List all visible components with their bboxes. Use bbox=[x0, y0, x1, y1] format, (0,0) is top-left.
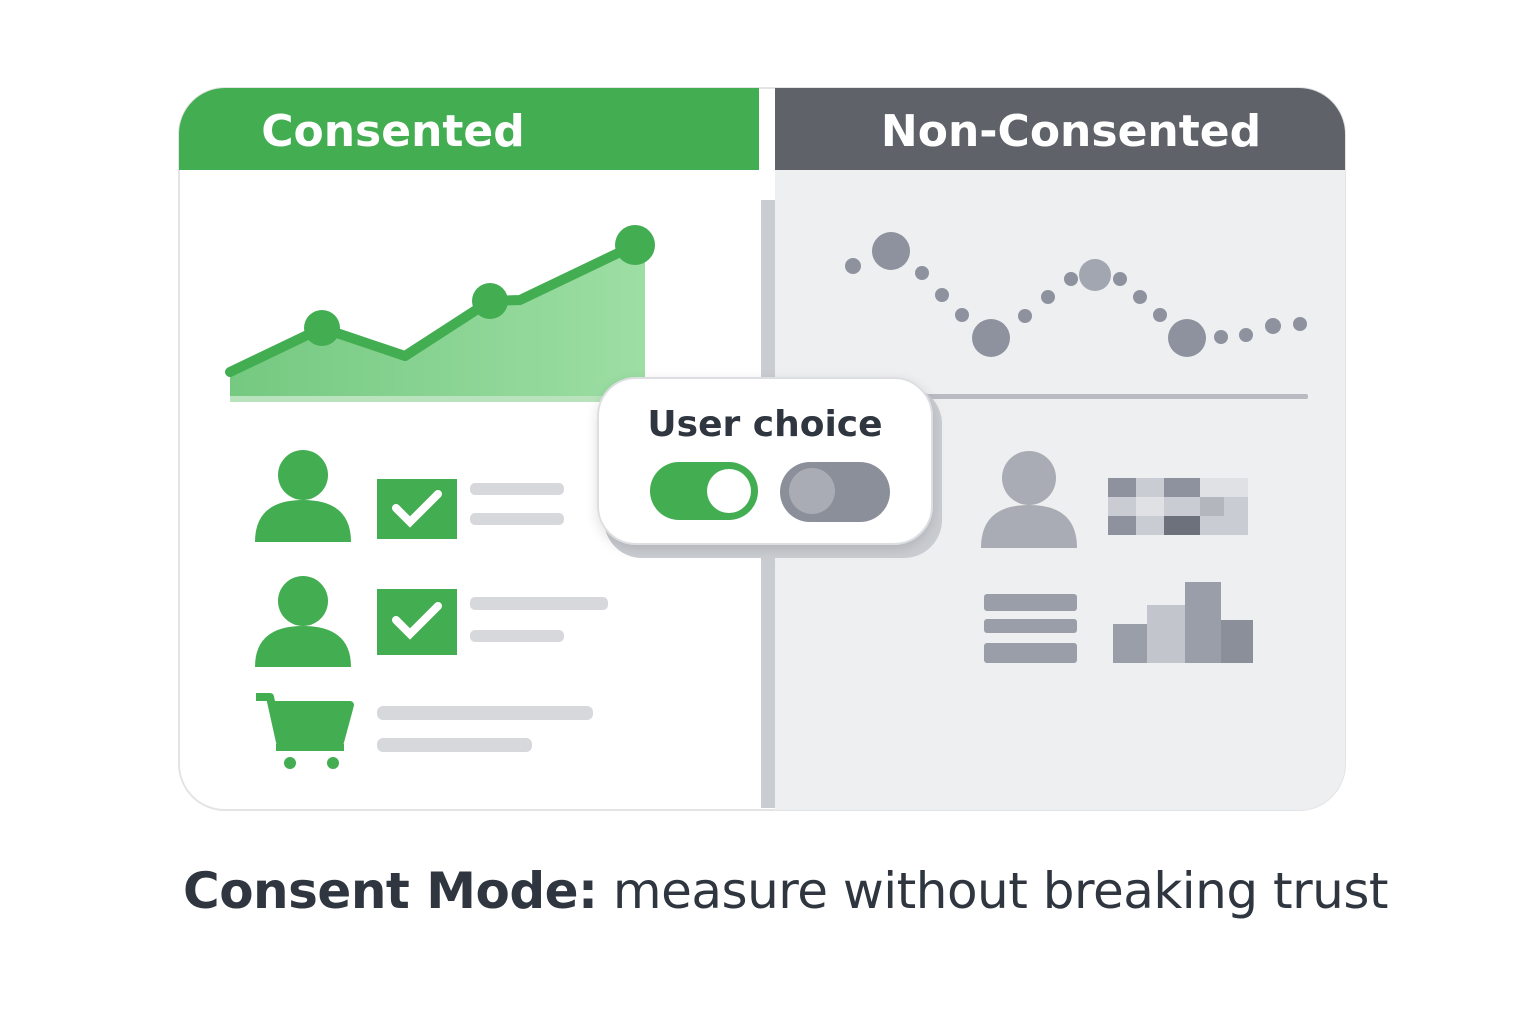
scatter-chart-icon bbox=[845, 232, 1308, 399]
consented-title: Consented bbox=[261, 106, 525, 157]
pixelated-data-icon bbox=[1108, 478, 1248, 535]
line-chart-icon bbox=[225, 225, 655, 402]
consented-header bbox=[179, 88, 759, 170]
caption: Consent Mode: measure without breaking t… bbox=[183, 862, 1389, 920]
consented-panel: Consented bbox=[179, 88, 759, 170]
text-placeholder bbox=[470, 483, 564, 495]
checkbox-checked-icon bbox=[377, 479, 457, 539]
user-choice-card: User choice bbox=[597, 377, 942, 558]
consent-toggle-off[interactable] bbox=[780, 462, 890, 522]
user-icon bbox=[981, 451, 1077, 548]
shopping-cart-icon bbox=[256, 693, 354, 769]
checkbox-checked-icon bbox=[377, 589, 457, 655]
list-icon bbox=[984, 594, 1077, 663]
text-placeholder bbox=[377, 706, 593, 720]
non-consented-title: Non-Consented bbox=[881, 106, 1261, 157]
consent-toggle-on[interactable] bbox=[650, 462, 758, 520]
caption-rest: measure without breaking trust bbox=[597, 862, 1389, 920]
bar-chart-icon bbox=[1113, 582, 1253, 663]
text-placeholder bbox=[470, 513, 564, 525]
non-consented-header bbox=[775, 88, 1345, 170]
text-placeholder bbox=[377, 738, 532, 752]
user-choice-label: User choice bbox=[647, 404, 882, 445]
caption-bold: Consent Mode: bbox=[183, 862, 598, 920]
user-icon bbox=[255, 450, 351, 542]
text-placeholder bbox=[470, 630, 564, 642]
user-icon bbox=[255, 576, 351, 667]
text-placeholder bbox=[470, 597, 608, 610]
